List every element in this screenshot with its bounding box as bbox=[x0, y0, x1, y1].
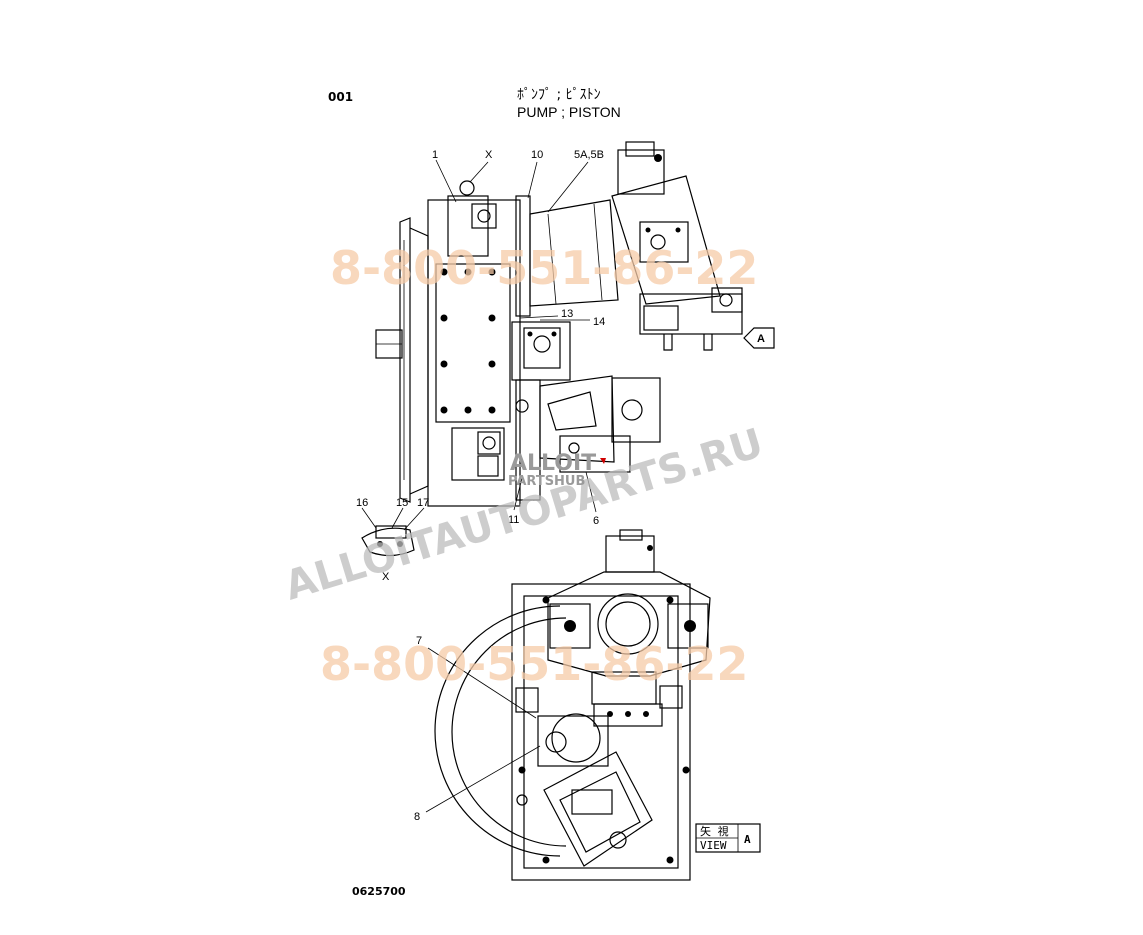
detail-x-view bbox=[361, 507, 425, 557]
callout-16: 16 bbox=[356, 497, 368, 509]
callout-5a-5b: 5A,5B bbox=[574, 149, 604, 161]
pump-side-view bbox=[375, 141, 743, 507]
callout-x: X bbox=[485, 149, 493, 161]
callout-7: 7 bbox=[416, 635, 422, 647]
title-japanese: ﾎﾟﾝﾌﾟ ; ﾋﾟｽﾄﾝ bbox=[517, 87, 601, 103]
drawing-number: 0625700 bbox=[352, 885, 406, 898]
watermark-phone-bottom: 8-800-551-86-22 bbox=[320, 637, 748, 691]
callout-17: 17 bbox=[417, 497, 429, 509]
callout-11: 11 bbox=[508, 514, 519, 526]
callout-10: 10 bbox=[531, 149, 543, 161]
view-box-japanese: 矢 視 bbox=[700, 824, 729, 838]
callout-8: 8 bbox=[414, 811, 420, 823]
view-a-arrow bbox=[743, 327, 775, 349]
view-box-letter: A bbox=[744, 833, 751, 846]
detail-x-label: X bbox=[382, 571, 390, 583]
title-english: PUMP ; PISTON bbox=[517, 104, 621, 120]
watermark-logo-bottom: PARTSHUB bbox=[508, 474, 585, 489]
callout-15: 15 bbox=[396, 497, 408, 509]
watermark-phone-top: 8-800-551-86-22 bbox=[330, 241, 758, 295]
leader-lines-top bbox=[435, 159, 597, 513]
leader-lines-bottom bbox=[425, 647, 541, 813]
view-box-english: VIEW bbox=[700, 839, 727, 852]
callout-6: 6 bbox=[593, 515, 599, 527]
page-number: 001 bbox=[328, 90, 354, 104]
pump-end-view bbox=[434, 529, 711, 881]
callout-13: 13 bbox=[561, 308, 573, 320]
callout-14: 14 bbox=[593, 316, 605, 328]
watermark-logo-top: ALLOIT bbox=[510, 451, 596, 476]
callout-1: 1 bbox=[432, 149, 438, 161]
watermark-site: ALLOITAUTOPARTS.RU bbox=[279, 420, 768, 609]
arrow-a-label: A bbox=[757, 333, 765, 345]
view-a-box bbox=[695, 823, 761, 853]
